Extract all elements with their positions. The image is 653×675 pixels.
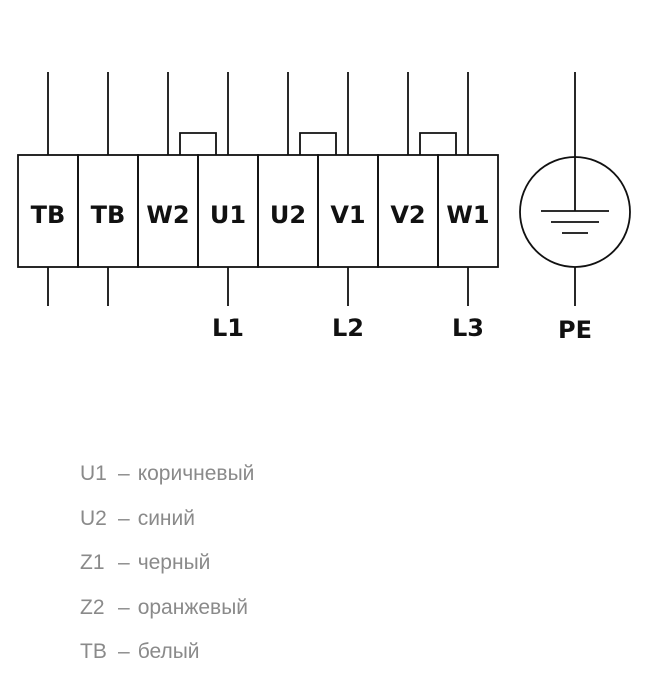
phase-label: L2 [332, 314, 364, 342]
legend-text: белый [137, 640, 200, 663]
legend-code: TB [80, 640, 107, 663]
terminal-label: U2 [270, 201, 306, 229]
legend-item: Z1–черный [80, 541, 254, 586]
terminal-label: TB [91, 201, 126, 229]
legend-dash: – [118, 551, 130, 574]
phase-label: L1 [212, 314, 244, 342]
legend-dash: – [118, 640, 130, 663]
jumper-link [179, 132, 217, 155]
legend-text: оранжевый [137, 595, 249, 619]
legend-dash: – [118, 506, 130, 530]
terminal-label: V2 [390, 201, 425, 229]
legend-text: черный [137, 551, 211, 574]
terminal-label: W1 [446, 201, 489, 229]
legend-item: U1–коричневый [80, 452, 254, 497]
legend-text: коричневый [137, 462, 255, 485]
terminal-label: W2 [146, 201, 189, 229]
legend-item: TB–белый [80, 630, 254, 675]
terminal-label: V1 [330, 201, 365, 229]
legend-dash: – [118, 462, 130, 485]
terminal-label: U1 [210, 201, 246, 229]
legend-item: U2–синий [80, 497, 254, 542]
terminal-label: TB [31, 201, 66, 229]
legend-item: Z2–оранжевый [80, 586, 254, 631]
legend-dash: – [118, 595, 130, 619]
legend-code: U1 [80, 462, 107, 485]
legend-text: синий [137, 506, 195, 530]
legend-code: U2 [80, 506, 107, 530]
jumper-link [419, 132, 457, 155]
jumper-link [299, 132, 337, 155]
legend-code: Z2 [80, 595, 105, 619]
phase-label: L3 [452, 314, 484, 342]
ground-label: PE [558, 316, 592, 344]
legend-code: Z1 [80, 551, 105, 574]
